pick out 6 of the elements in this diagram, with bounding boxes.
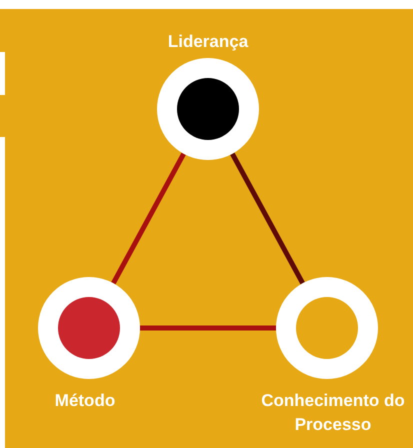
connector-line [140,326,276,330]
node-label: Método [54,390,116,412]
connector-line [230,152,305,284]
node-label: Liderança [166,31,250,53]
connector-line [111,152,186,284]
node-label: Conhecimento do Processo [260,390,406,436]
